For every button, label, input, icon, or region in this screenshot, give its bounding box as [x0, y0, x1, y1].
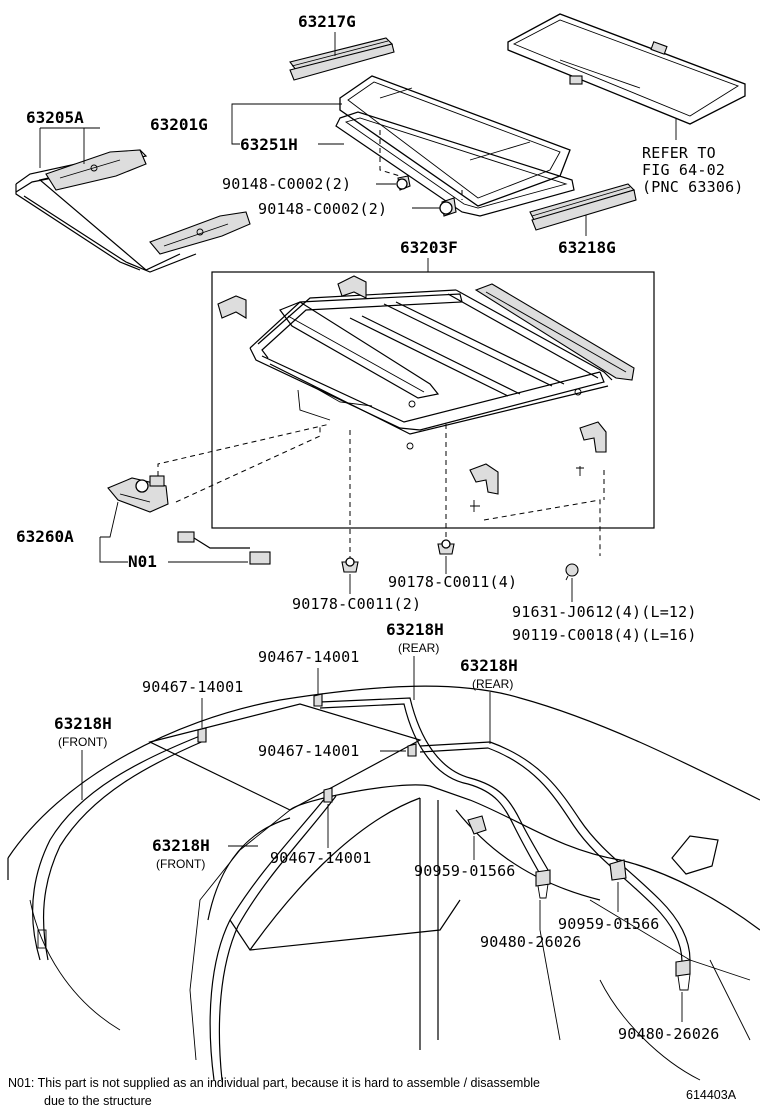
label-90467-b: 90467-14001 — [142, 678, 244, 696]
glass-weatherstrip-63251H — [335, 111, 575, 217]
footnote-line1: N01: This part is not supplied as an ind… — [8, 1076, 540, 1090]
screw-90148-a — [396, 175, 411, 191]
label-rear-1: (REAR) — [398, 641, 439, 655]
label-refer-line3: (PNC 63306) — [642, 178, 744, 196]
footnote-line2: due to the structure — [44, 1094, 152, 1108]
label-63205A: 63205A — [26, 108, 84, 127]
dash-bracket — [483, 499, 601, 556]
label-63218H-front-2: 63218H — [152, 836, 210, 855]
label-63251H: 63251H — [240, 135, 298, 154]
clamp-90467-a — [313, 693, 323, 707]
grommet-90178-a — [437, 539, 455, 555]
clamp-90467-c — [407, 743, 417, 757]
label-63218H-rear-1: 63218H — [386, 620, 444, 639]
leader-bracket — [231, 125, 240, 145]
label-90148-a: 90148-C0002(2) — [222, 175, 351, 193]
sunroof-frame-63203F — [217, 275, 635, 450]
bolt-91631 — [565, 563, 579, 581]
label-63218H-rear-2: 63218H — [460, 656, 518, 675]
figure-id: 614403A — [686, 1088, 737, 1102]
label-63201G: 63201G — [150, 115, 208, 134]
grommet-90178-b — [341, 557, 359, 573]
label-91631: 91631-J0612(4)(L=12) — [512, 603, 697, 621]
dash-screw-a — [379, 130, 401, 177]
label-90467-a: 90467-14001 — [258, 648, 360, 666]
dash-motor-b — [175, 424, 321, 503]
label-front-2: (FRONT) — [156, 857, 205, 871]
sliding-glass-63201G — [339, 75, 571, 207]
label-90119: 90119-C0018(4)(L=16) — [512, 626, 697, 644]
label-90959-a: 90959-01566 — [414, 862, 516, 880]
vehicle-body-outline — [7, 685, 760, 1081]
weatherstrip-63217G — [289, 37, 395, 81]
label-N01: N01 — [128, 552, 157, 571]
label-front-1: (FRONT) — [58, 735, 107, 749]
clip-90959-b — [609, 859, 627, 881]
label-63218G: 63218G — [558, 238, 616, 257]
label-90959-b: 90959-01566 — [558, 915, 660, 933]
label-63218H-front-1: 63218H — [54, 714, 112, 733]
label-rear-2: (REAR) — [472, 677, 513, 691]
label-90148-b: 90148-C0002(2) — [258, 200, 387, 218]
clamp-90467-b — [197, 727, 207, 743]
wire-harness-N01 — [177, 531, 271, 565]
sunshade-panel — [507, 13, 746, 125]
label-90480-b: 90480-26026 — [618, 1025, 720, 1043]
clamp-90467-d — [323, 787, 333, 803]
weatherstrip-63218G — [529, 183, 637, 231]
leader-63260A — [100, 501, 119, 538]
leader-63205A — [39, 127, 100, 168]
valve-90480-a — [535, 869, 551, 899]
label-90178-b: 90178-C0011(2) — [292, 595, 421, 613]
rail-kit-63205A — [15, 149, 251, 273]
sunroof-motor-63260A — [107, 475, 169, 513]
leader-63201G — [231, 103, 342, 125]
label-63203F: 63203F — [400, 238, 458, 257]
dash-motor-a — [157, 423, 331, 476]
label-refer-line1: REFER TO — [642, 144, 716, 162]
label-90467-c: 90467-14001 — [258, 742, 360, 760]
label-90178-a: 90178-C0011(4) — [388, 573, 517, 591]
valve-90480-b — [675, 959, 691, 991]
label-63260A: 63260A — [16, 527, 74, 546]
label-90480-a: 90480-26026 — [480, 933, 582, 951]
bracket-center — [469, 463, 499, 512]
label-63217G: 63217G — [298, 12, 356, 31]
label-refer-line2: FIG 64-02 — [642, 161, 725, 179]
label-90467-d: 90467-14001 — [270, 849, 372, 867]
drain-hoses — [31, 697, 691, 1081]
clip-90959-a — [467, 815, 487, 835]
screw-90148-b — [439, 197, 457, 217]
leader-N01-bracket — [99, 537, 128, 563]
bracket-right — [576, 421, 607, 476]
frame-box — [211, 271, 655, 529]
